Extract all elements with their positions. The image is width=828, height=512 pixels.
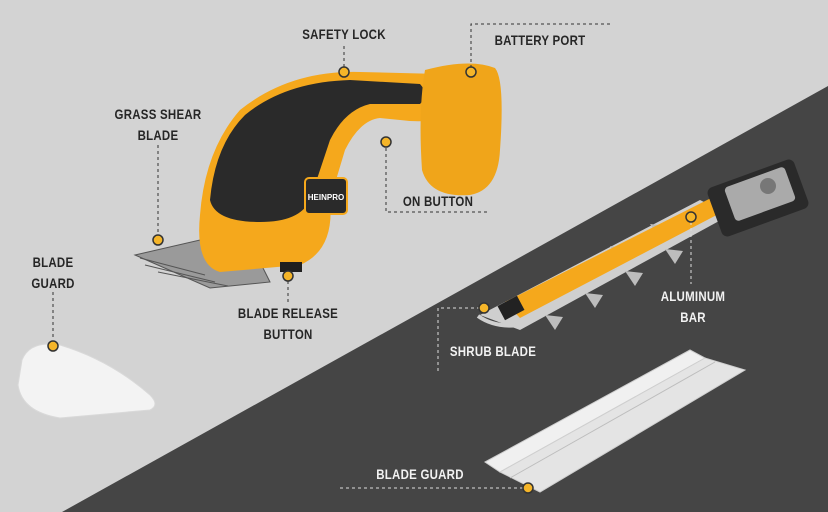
shear-handle-grip (210, 80, 425, 222)
callout-dot-blade-guard-left (47, 340, 59, 352)
grass-shear-tool: HEINPRO (133, 63, 502, 289)
callout-dot-battery-port (465, 66, 477, 78)
label-line: GRASS SHEAR (114, 106, 202, 122)
callout-dot-shrub-blade (478, 302, 490, 314)
label-battery-port: BATTERY PORT (491, 30, 589, 51)
label-line: ON BUTTON (402, 193, 474, 209)
label-line: BLADE RELEASE (237, 305, 339, 321)
blade-release-button-image (280, 262, 302, 272)
callout-dot-on-button (380, 136, 392, 148)
callout-dot-blade-release-button (282, 270, 294, 282)
battery-port-housing (420, 63, 502, 196)
label-line: SHRUB BLADE (449, 343, 537, 359)
callout-dot-grass-shear-blade (152, 234, 164, 246)
label-line: BLADE GUARD (376, 466, 464, 482)
blade-guard-left-image (17, 343, 156, 419)
hedge-trimmer-blade (476, 159, 809, 330)
label-shrub-blade: SHRUB BLADE (444, 341, 542, 362)
label-line: BUTTON (263, 326, 313, 342)
label-on-button: ON BUTTON (397, 191, 479, 212)
label-blade-guard-right: BLADE GUARD (371, 464, 469, 485)
callout-dot-aluminum-bar (685, 211, 697, 223)
label-blade-release-button: BLADE RELEASE BUTTON (231, 303, 346, 345)
callout-dots (47, 66, 697, 494)
label-line: SAFETY LOCK (302, 26, 386, 42)
label-blade-guard-left: BLADE GUARD (20, 252, 86, 294)
label-line: BATTERY PORT (494, 32, 586, 48)
label-line: GUARD (31, 275, 75, 291)
brand-logo: HEINPRO (308, 193, 344, 202)
brand-logo-plate (304, 177, 348, 215)
label-safety-lock: SAFETY LOCK (295, 24, 393, 45)
blade-guard-right-image (484, 349, 747, 493)
callout-dot-safety-lock (338, 66, 350, 78)
callout-dot-blade-guard-right (522, 482, 534, 494)
label-grass-shear-blade: GRASS SHEAR BLADE (101, 104, 216, 146)
label-line: ALUMINUM (660, 288, 726, 304)
label-line: BLADE (137, 127, 179, 143)
grass-shear-blade-image (133, 239, 271, 289)
label-line: BLADE (32, 254, 74, 270)
aluminum-bar-image (505, 196, 730, 318)
leader-lines (52, 23, 692, 489)
label-line: BAR (680, 309, 706, 325)
label-aluminum-bar: ALUMINUM BAR (652, 286, 734, 328)
